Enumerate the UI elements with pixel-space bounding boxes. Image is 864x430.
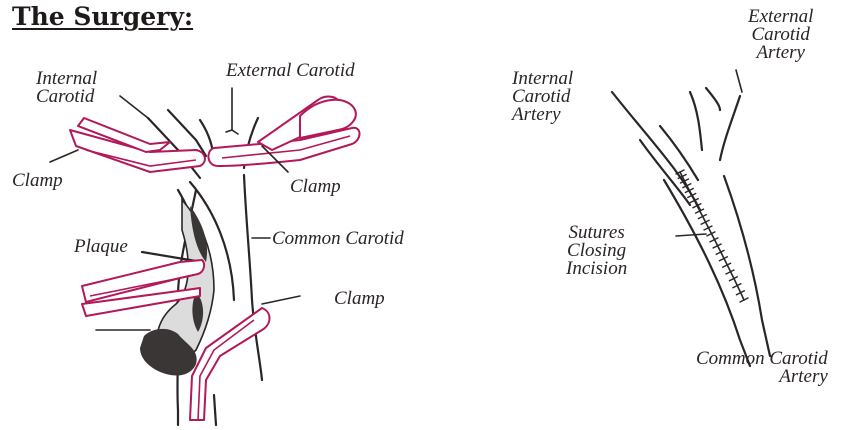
common-carotid-bottom-2 [214,395,216,425]
right-external-pointer [736,70,742,92]
suture-line [680,172,744,300]
right-common-left-wall [664,180,750,366]
right-common-right-wall [724,176,770,356]
label-clamp-left: Clamp [12,172,63,190]
label-internal-carotid-artery: Internal Carotid Artery [512,70,573,124]
right-external-outline-1 [690,92,702,150]
common-carotid-right-wall [244,175,262,380]
right-artery-diagram [612,70,770,366]
label-sutures-closing-incision: Sutures Closing Incision [566,224,627,278]
label-plaque: Plaque [74,238,128,256]
right-external-outline-3 [706,88,720,110]
internal-carotid-pointer [120,96,148,118]
label-internal-carotid: Internal Carotid [36,70,97,106]
label-clamp-right: Clamp [290,178,341,196]
label-clamp-bottom: Clamp [334,290,385,308]
clamp-bottom-pointer [262,296,300,304]
label-external-carotid: External Carotid [226,62,355,80]
right-internal-inner-2 [640,140,690,205]
label-external-carotid-artery: External Carotid Artery [748,8,813,62]
label-common-carotid-artery: Common Carotid Artery [696,350,828,386]
clamp-left-pointer [50,150,78,162]
external-carotid-pointer-tip [226,130,238,134]
sutures-pointer [676,234,706,236]
internal-carotid-outline-2 [168,110,206,156]
right-external-outline-2 [720,96,740,160]
label-common-carotid: Common Carotid [272,230,404,248]
